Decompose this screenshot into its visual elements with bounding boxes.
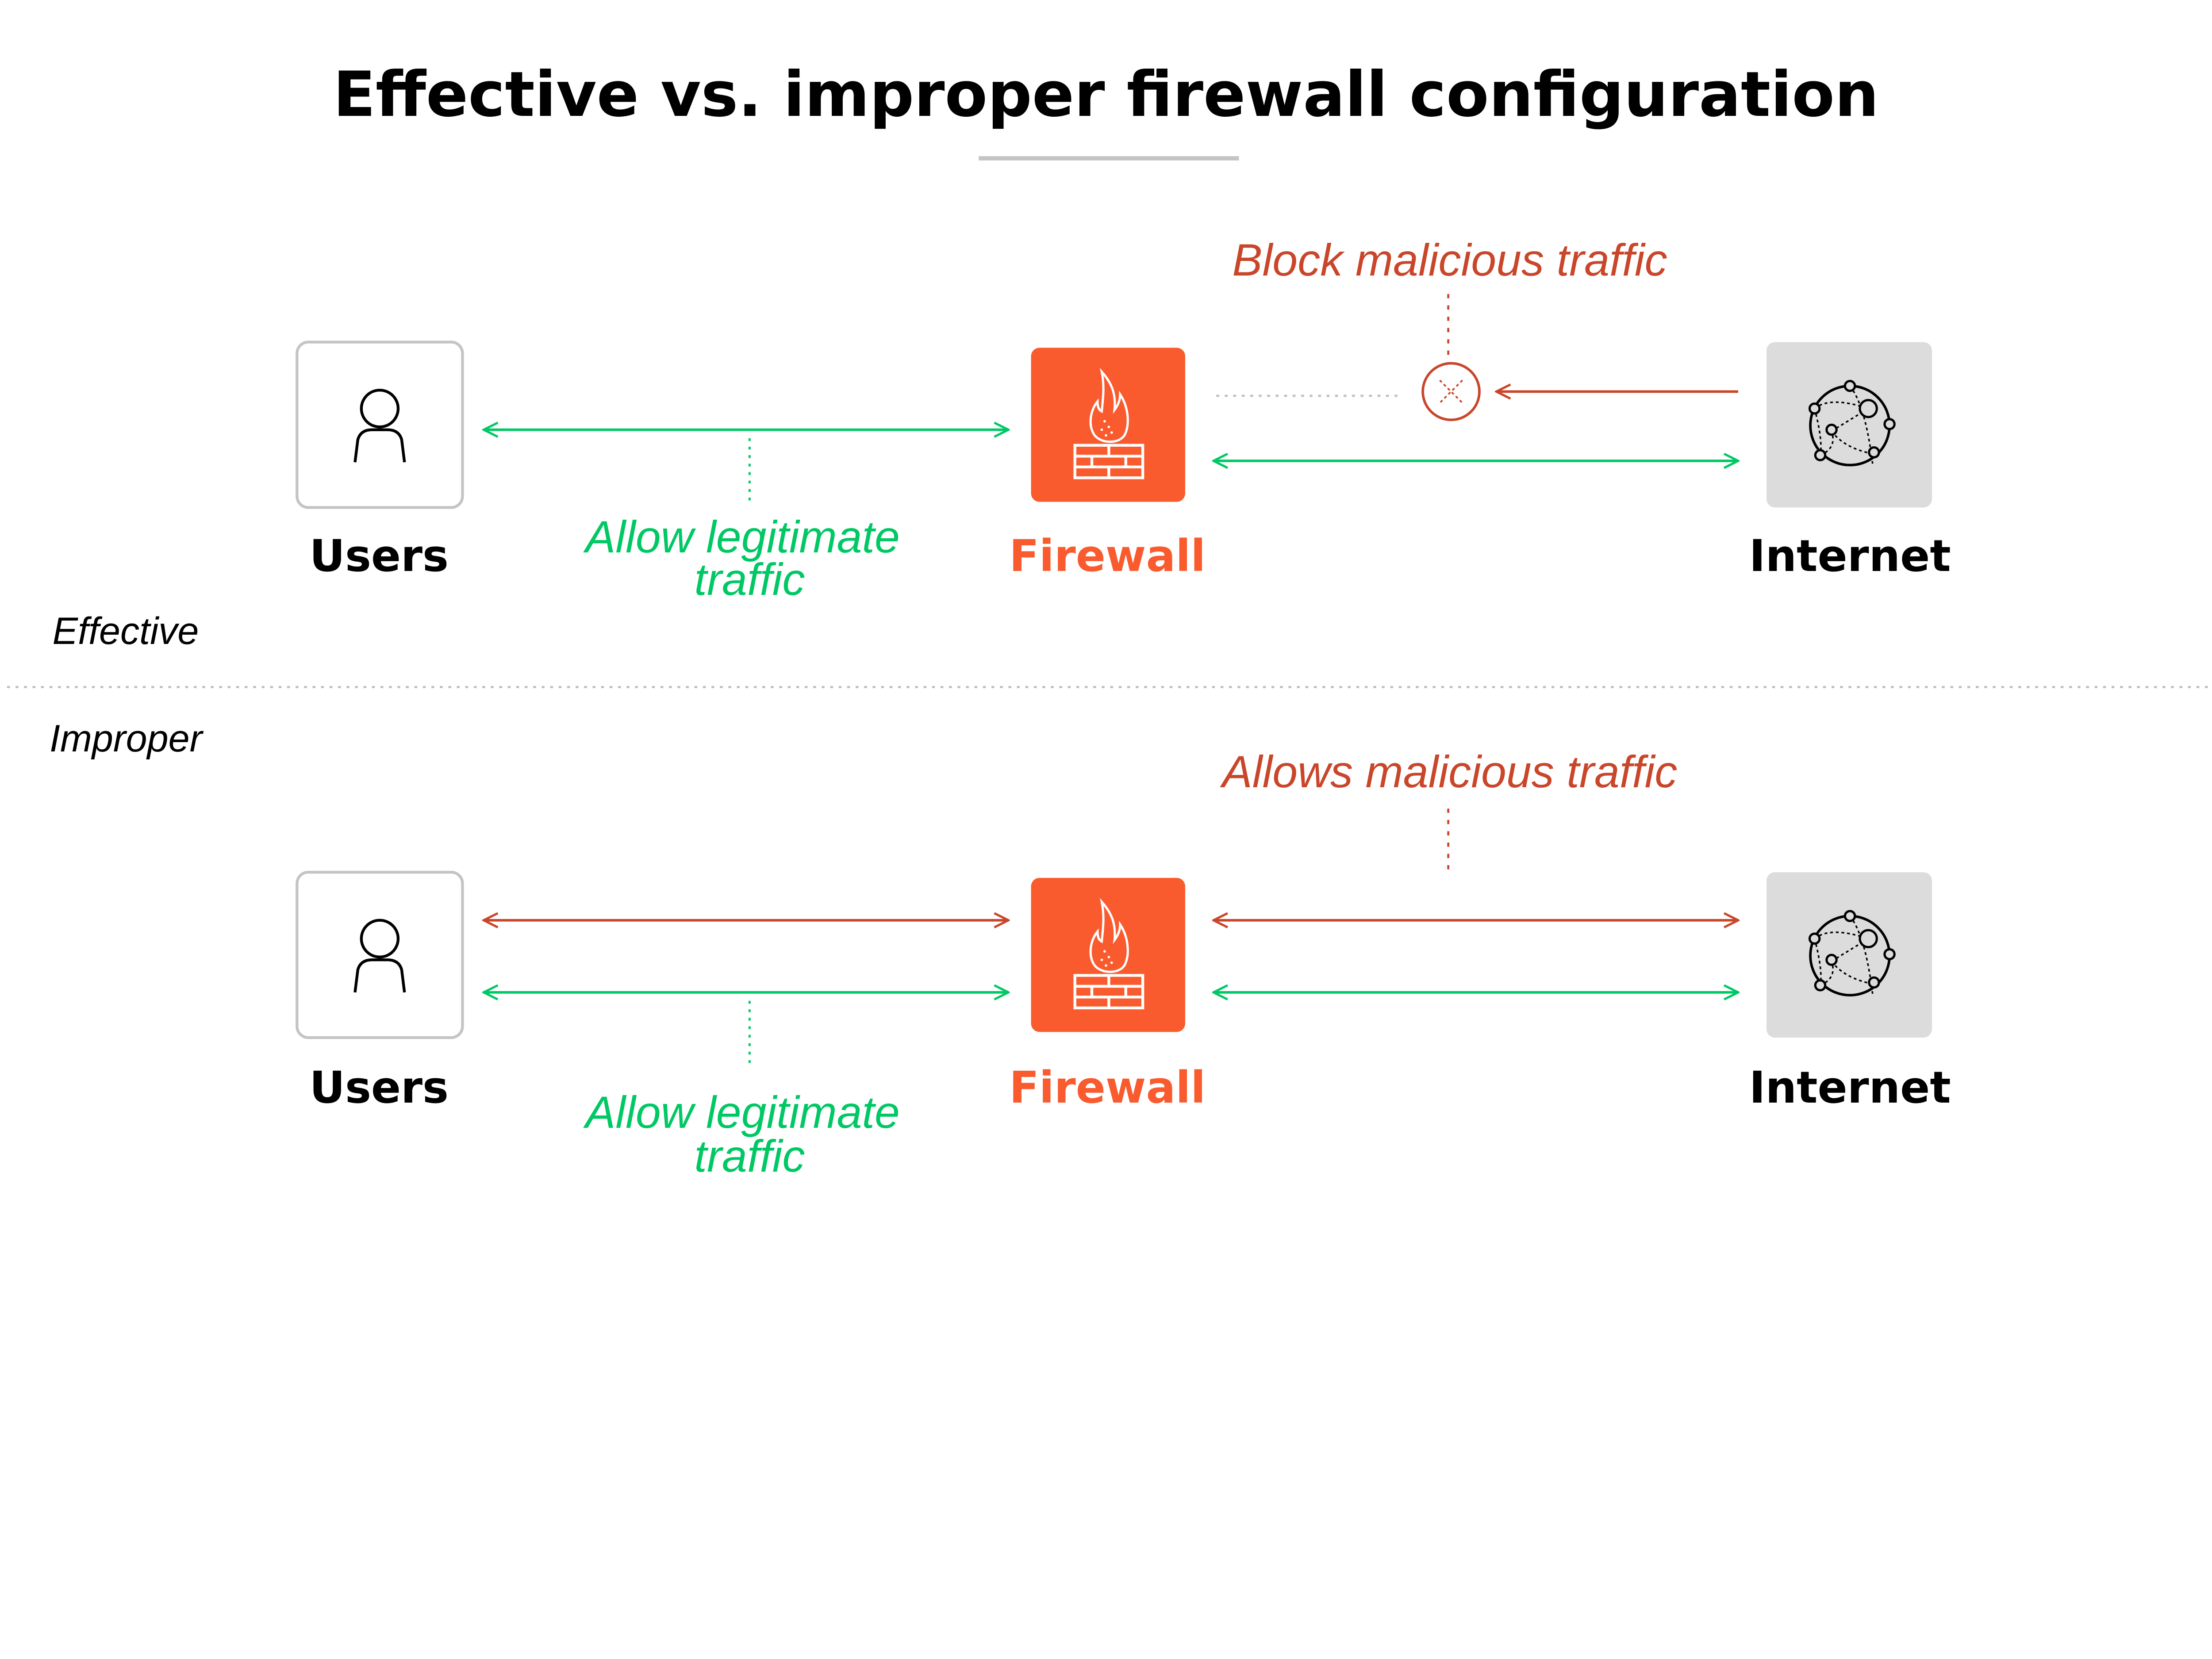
firewall-diagram: Effective vs. improper firewall configur… [7,58,2212,1182]
firewall-label: Firewall [1009,531,1206,582]
globe-network-icon [1767,342,1932,507]
person-icon [297,872,462,1038]
page-title: Effective vs. improper firewall configur… [333,58,1879,131]
section-label-improper: Improper [50,717,203,760]
improper-section-graphics [297,808,1932,1069]
firewall-label: Firewall [1009,1062,1206,1113]
legitimate-label-line2: traffic [694,554,805,605]
malicious-label: Block malicious traffic [1232,234,1667,285]
globe-network-icon [1767,872,1932,1038]
diagram-graphics [7,156,2212,1069]
internet-label: Internet [1749,1062,1951,1113]
section-label-effective: Effective [52,609,199,652]
firewall-flame-icon [1031,878,1185,1032]
legitimate-label-line1: Allow legitimate [585,1087,900,1138]
firewall-flame-icon [1031,348,1185,502]
effective-section-graphics [297,294,1932,508]
legitimate-label-line1: Allow legitimate [585,511,900,563]
users-label: Users [309,1062,449,1113]
users-label: Users [309,531,449,582]
x-circle-icon [1421,362,1481,421]
person-icon [297,342,462,507]
legitimate-label-line2: traffic [694,1130,805,1182]
malicious-label: Allows malicious traffic [1222,746,1678,797]
internet-label: Internet [1749,531,1951,582]
